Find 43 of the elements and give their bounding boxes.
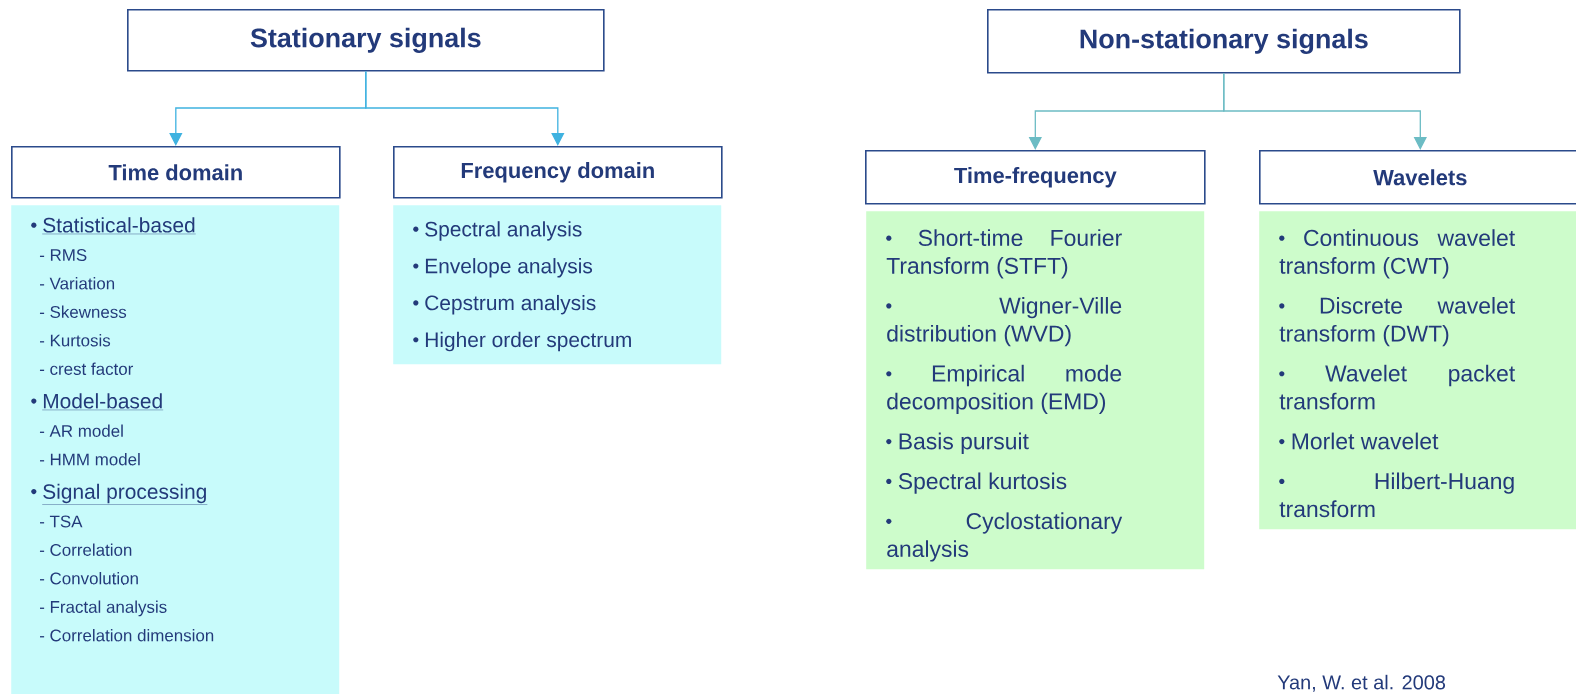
- list-panel: [393, 205, 722, 365]
- list-item: - Correlation dimension: [39, 629, 214, 642]
- list-item: - Convolution: [39, 572, 138, 585]
- list-item: - crest factor: [39, 362, 134, 375]
- heading-box: Time domain: [11, 146, 341, 199]
- list-item: Basis pursuit: [886, 432, 1029, 454]
- title-box: Non-stationary signals: [987, 9, 1461, 74]
- list-item: Morlet wavelet: [1279, 432, 1439, 450]
- list-item: - Variation: [39, 277, 115, 290]
- list-panel: [11, 205, 340, 694]
- list-item: Hilbert-Huang transform: [1279, 472, 1514, 518]
- list-item: Spectral analysis: [413, 221, 582, 241]
- arrow: [365, 70, 565, 146]
- list-panel: [866, 211, 1205, 570]
- list-item: Discrete wavelet transform (DWT): [1279, 297, 1515, 347]
- heading-box: Frequency domain: [393, 146, 723, 199]
- title-box: Stationary signals: [127, 9, 605, 72]
- list-item: - Skewness: [39, 305, 127, 318]
- list-item: Statistical-based: [31, 217, 196, 235]
- list-item: - HMM model: [39, 453, 140, 466]
- list-item: Signal processing: [31, 483, 208, 505]
- list-item: Empirical mode decomposition (EMD): [886, 364, 1122, 415]
- list-item: Envelope analysis: [413, 258, 593, 278]
- list-item: - RMS: [39, 249, 87, 261]
- arrow: [1223, 72, 1427, 150]
- list-item: Model-based: [31, 393, 164, 411]
- list-panel: [1259, 211, 1576, 530]
- heading-box: Time-frequency: [865, 150, 1206, 205]
- list-item: Higher order spectrum: [413, 331, 631, 352]
- list-item: - TSA: [39, 515, 83, 528]
- list-item: Wigner-Ville distribution (WVD): [886, 297, 1122, 347]
- list-item: - Kurtosis: [39, 334, 111, 347]
- list-item: Cyclostationary analysis: [886, 512, 1123, 562]
- heading-box: Wavelets: [1259, 150, 1576, 205]
- list-item: Wavelet packet transform: [1279, 364, 1515, 410]
- citation: Yan, W. et al. 2008: [1277, 674, 1446, 692]
- list-item: - Fractal analysis: [39, 600, 167, 617]
- list-item: - AR model: [39, 424, 123, 437]
- list-item: Short-time Fourier Transform (STFT): [886, 229, 1122, 279]
- list-item: Continuous wavelet transform (CWT): [1279, 229, 1515, 279]
- list-item: - Correlation: [39, 543, 132, 556]
- list-item: Spectral kurtosis: [886, 472, 1067, 494]
- list-item: Cepstrum analysis: [413, 294, 596, 315]
